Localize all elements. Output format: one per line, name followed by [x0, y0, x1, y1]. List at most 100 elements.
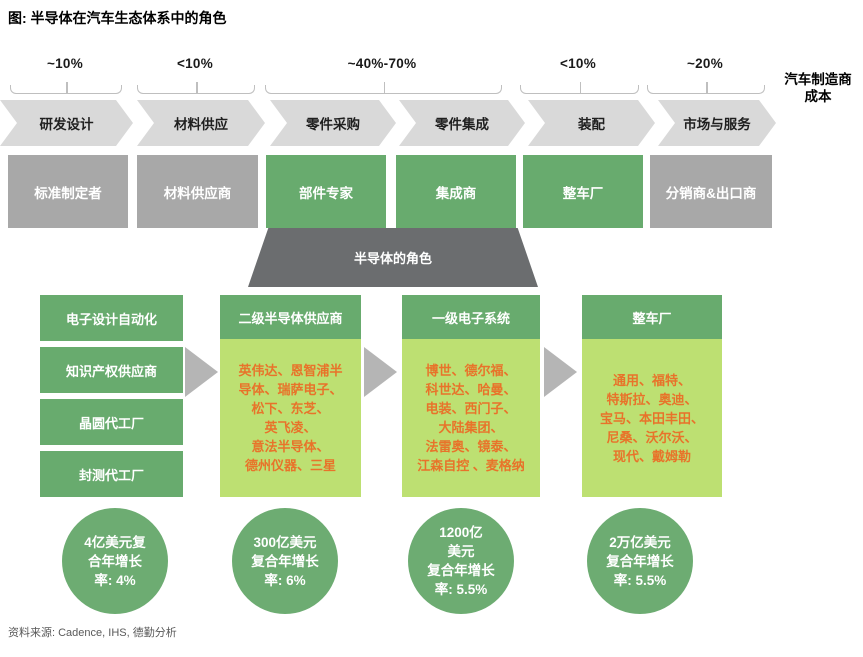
box-label: 晶圆代工厂 — [78, 415, 144, 431]
circle-line: 率: 5.5% — [434, 582, 488, 597]
role-label: 材料供应商 — [163, 185, 232, 201]
flow-arrow-icon — [364, 347, 397, 397]
circle-line: 4亿美元复 — [84, 534, 146, 550]
circle-line: 复合年增长 — [427, 563, 495, 578]
chevron-material-supply: 材料供应 — [137, 100, 265, 146]
role-label: 分销商&出口商 — [665, 185, 757, 201]
company-list: 通用、福特、 特斯拉、奥迪、 宝马、本田丰田、 尼桑、沃尔沃、 现代、戴姆勒 — [582, 339, 722, 497]
chevron-label: 零件采购 — [306, 117, 360, 132]
company-line: 科世达、哈曼、 — [425, 382, 517, 397]
market-circle-tier2: 300亿美元 复合年增长 率: 6% — [232, 508, 338, 614]
column-tier1-systems: 一级电子系统 博世、德尔福、 科世达、哈曼、 电装、西门子、 大陆集团、 法雷奥… — [402, 295, 540, 497]
role-label: 部件专家 — [299, 185, 353, 201]
company-line: 法雷奥、镜泰、 — [425, 439, 517, 454]
column-oems: 整车厂 通用、福特、 特斯拉、奥迪、 宝马、本田丰田、 尼桑、沃尔沃、 现代、戴… — [582, 295, 722, 497]
automaker-cost-line1: 汽车制造商 — [784, 72, 852, 87]
role-distributor-exporter: 分销商&出口商 — [650, 155, 772, 228]
company-list: 英伟达、恩智浦半 导体、瑞萨电子、 松下、东芝、 英飞凌、 意法半导体、 德州仪… — [220, 339, 361, 497]
company-line: 宝马、本田丰田、 — [599, 410, 704, 426]
role-oem: 整车厂 — [523, 155, 643, 228]
brace-rd — [10, 82, 122, 94]
box-label: 电子设计自动化 — [65, 311, 157, 327]
company-line: 尼桑、沃尔沃、 — [606, 429, 698, 445]
chevron-label: 研发设计 — [39, 117, 94, 132]
chevron-parts-integration: 零件集成 — [399, 100, 525, 146]
brace-tick — [196, 82, 198, 93]
role-label: 整车厂 — [562, 185, 604, 201]
company-list: 博世、德尔福、 科世达、哈曼、 电装、西门子、 大陆集团、 法雷奥、镜泰、 江森… — [402, 339, 540, 497]
cost-percent-rd: ~10% — [46, 56, 84, 71]
column-header: 整车厂 — [582, 295, 722, 339]
chevron-parts-purchase: 零件采购 — [270, 100, 396, 146]
cost-percent-parts: ~40%-70% — [347, 56, 417, 71]
brace-tick — [706, 82, 708, 93]
circle-line: 复合年增长 — [251, 553, 319, 569]
flow-arrow-icon — [544, 347, 577, 397]
brace-market — [647, 82, 765, 94]
role-label: 集成商 — [435, 185, 477, 201]
brace-materials — [137, 82, 255, 94]
column-header-label: 整车厂 — [632, 310, 672, 326]
brace-tick — [579, 82, 581, 93]
chevron-market-service: 市场与服务 — [658, 100, 776, 146]
automaker-cost-line2: 成本 — [804, 89, 832, 104]
market-circle-oem: 2万亿美元 复合年增长 率: 5.5% — [587, 508, 693, 614]
company-line: 电装、西门子、 — [425, 401, 517, 416]
automaker-cost-label: 汽车制造商 成本 — [773, 71, 863, 105]
market-circle-eda: 4亿美元复 合年增长 率: 4% — [62, 508, 168, 614]
brace-tick — [383, 82, 385, 93]
circle-line: 复合年增长 — [606, 553, 674, 569]
chevron-label: 装配 — [578, 117, 605, 132]
brace-tick — [66, 82, 68, 93]
column-header: 二级半导体供应商 — [220, 295, 361, 339]
cost-percent-market: ~20% — [686, 56, 724, 71]
circle-line: 2万亿美元 — [609, 534, 671, 550]
box-label: 知识产权供应商 — [65, 363, 157, 379]
chevron-assembly: 装配 — [528, 100, 655, 146]
column-header-label: 二级半导体供应商 — [238, 310, 343, 326]
role-label: 标准制定者 — [34, 185, 102, 201]
company-line: 现代、戴姆勒 — [612, 448, 691, 464]
company-line: 博世、德尔福、 — [425, 363, 517, 378]
circle-line: 率: 6% — [264, 572, 306, 588]
company-line: 导体、瑞萨电子、 — [238, 382, 343, 397]
column-tier2-suppliers: 二级半导体供应商 英伟达、恩智浦半 导体、瑞萨电子、 松下、东芝、 英飞凌、 意… — [220, 295, 361, 497]
company-line: 通用、福特、 — [612, 372, 691, 388]
column-header: 一级电子系统 — [402, 295, 540, 339]
company-line: 大陆集团、 — [438, 420, 504, 435]
chevron-label: 市场与服务 — [683, 117, 751, 132]
column-semiconductor-ecosystem: 电子设计自动化 知识产权供应商 晶圆代工厂 封测代工厂 — [40, 295, 183, 503]
circle-line: 率: 4% — [94, 572, 136, 588]
cost-percent-materials: <10% — [176, 56, 214, 71]
cost-percent-assembly: <10% — [559, 56, 597, 71]
circle-line: 300亿美元 — [253, 534, 317, 550]
role-component-expert: 部件专家 — [266, 155, 386, 228]
flow-arrow-icon — [185, 347, 218, 397]
company-line: 特斯拉、奥迪、 — [606, 391, 698, 407]
box-label: 封测代工厂 — [78, 467, 144, 483]
chevron-rd-design: 研发设计 — [0, 100, 133, 146]
chevron-label: 零件集成 — [435, 117, 489, 132]
brace-parts — [265, 82, 502, 94]
box-eda: 电子设计自动化 — [40, 295, 183, 341]
page-title: 图: 半导体在汽车生态体系中的角色 — [8, 10, 227, 26]
role-standard-setter: 标准制定者 — [8, 155, 128, 228]
company-line: 英伟达、恩智浦半 — [238, 363, 343, 378]
company-line: 德州仪器、三星 — [244, 458, 336, 473]
circle-line: 1200亿 — [439, 525, 483, 540]
company-line: 江森自控 、麦格纳 — [417, 458, 525, 473]
circle-line: 合年增长 — [88, 553, 142, 569]
banner-label: 半导体的角色 — [353, 251, 432, 266]
company-line: 松下、东芝、 — [251, 401, 330, 416]
market-circle-tier1: 1200亿 美元 复合年增长 率: 5.5% — [408, 508, 514, 614]
chevron-label: 材料供应 — [174, 117, 228, 132]
brace-assembly — [520, 82, 639, 94]
source-note: 资料来源: Cadence, IHS, 德勤分析 — [8, 627, 177, 639]
circle-line: 率: 5.5% — [613, 572, 667, 588]
box-ip-supplier: 知识产权供应商 — [40, 347, 183, 393]
circle-line: 美元 — [447, 544, 475, 559]
role-material-supplier: 材料供应商 — [137, 155, 258, 228]
column-header-label: 一级电子系统 — [431, 310, 510, 326]
semiconductor-role-banner: 半导体的角色 — [248, 228, 538, 287]
box-osat-foundry: 封测代工厂 — [40, 451, 183, 497]
